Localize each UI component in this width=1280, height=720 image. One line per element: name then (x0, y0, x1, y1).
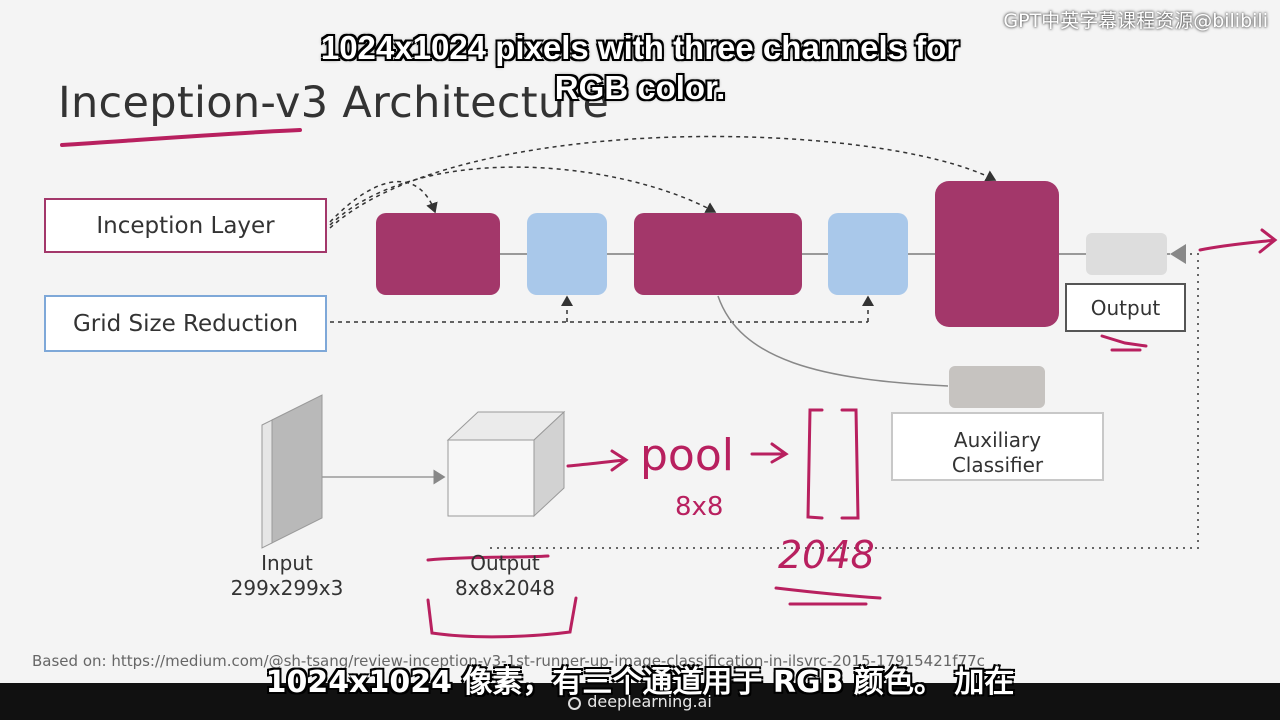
handwritten-output-arrow (1198, 228, 1278, 254)
bottom-bar (0, 683, 1280, 720)
handwritten-brace (426, 596, 578, 639)
handwritten-underline (1100, 334, 1148, 352)
slide-title: Inception-v3 Architecture (58, 78, 610, 128)
inception-block-large (935, 181, 1059, 327)
dotted-return-arrow (490, 244, 1199, 549)
output-tensor-label: Output 8x8x2048 (430, 551, 580, 601)
brand-name: deeplearning.ai (587, 692, 712, 711)
subtitle-english-line1: 1024x1024 pixels with three channels for (320, 29, 960, 66)
aux-branch-line (717, 295, 949, 387)
input-slab-face (271, 394, 323, 544)
handwritten-size: 8x8 (675, 492, 723, 522)
handwritten-double-underline (774, 586, 882, 606)
inception-block (634, 213, 802, 295)
legend-inception-layer: Inception Layer (44, 198, 327, 253)
input-slab-side (261, 419, 273, 549)
source-citation: Based on: https://medium.com/@sh-tsang/r… (32, 652, 985, 670)
subtitle-chinese: 1024x1024 像素，有三个通道用于 RGB 颜色。 加在 (265, 665, 1015, 700)
inception-block (376, 213, 500, 295)
aux-classifier-line2: Classifier (951, 453, 1044, 477)
handwritten-strike (426, 554, 550, 562)
output-block (1086, 233, 1167, 275)
handwritten-arrow-pool (566, 449, 629, 472)
aux-block (949, 366, 1045, 408)
input-label: Input 299x299x3 (212, 551, 362, 601)
subtitle-english: 1024x1024 pixels with three channels for… (0, 28, 1280, 108)
input-label-name: Input (261, 551, 313, 575)
cube-front (447, 439, 535, 517)
aux-classifier-label: Auxiliary Classifier (892, 428, 1103, 478)
aux-classifier-box (891, 412, 1104, 481)
title-underline-stroke (60, 128, 302, 147)
dashed-arrow (329, 166, 717, 226)
brand-logo-icon (568, 697, 582, 710)
input-label-shape: 299x299x3 (230, 576, 344, 600)
reduction-block (527, 213, 607, 295)
handwritten-bracket-vector (806, 408, 860, 520)
subtitle-english-line2: RGB color. (554, 69, 726, 106)
aux-classifier-line1: Auxiliary (953, 428, 1042, 452)
dashed-arrow (329, 135, 997, 229)
handwritten-pool: pool (640, 430, 734, 481)
brand: deeplearning.ai (0, 692, 1280, 711)
handwritten-count: 2048 (778, 533, 875, 577)
output-tensor-shape: 8x8x2048 (454, 576, 556, 600)
output-tensor-name: Output (470, 551, 540, 575)
watermark: GPT中英字幕课程资源@bilibili (1003, 10, 1268, 32)
reduction-block (828, 213, 908, 295)
legend-grid-size-reduction: Grid Size Reduction (44, 295, 327, 352)
output-label: Output (1065, 283, 1186, 332)
handwritten-arrow-vector (750, 442, 789, 464)
